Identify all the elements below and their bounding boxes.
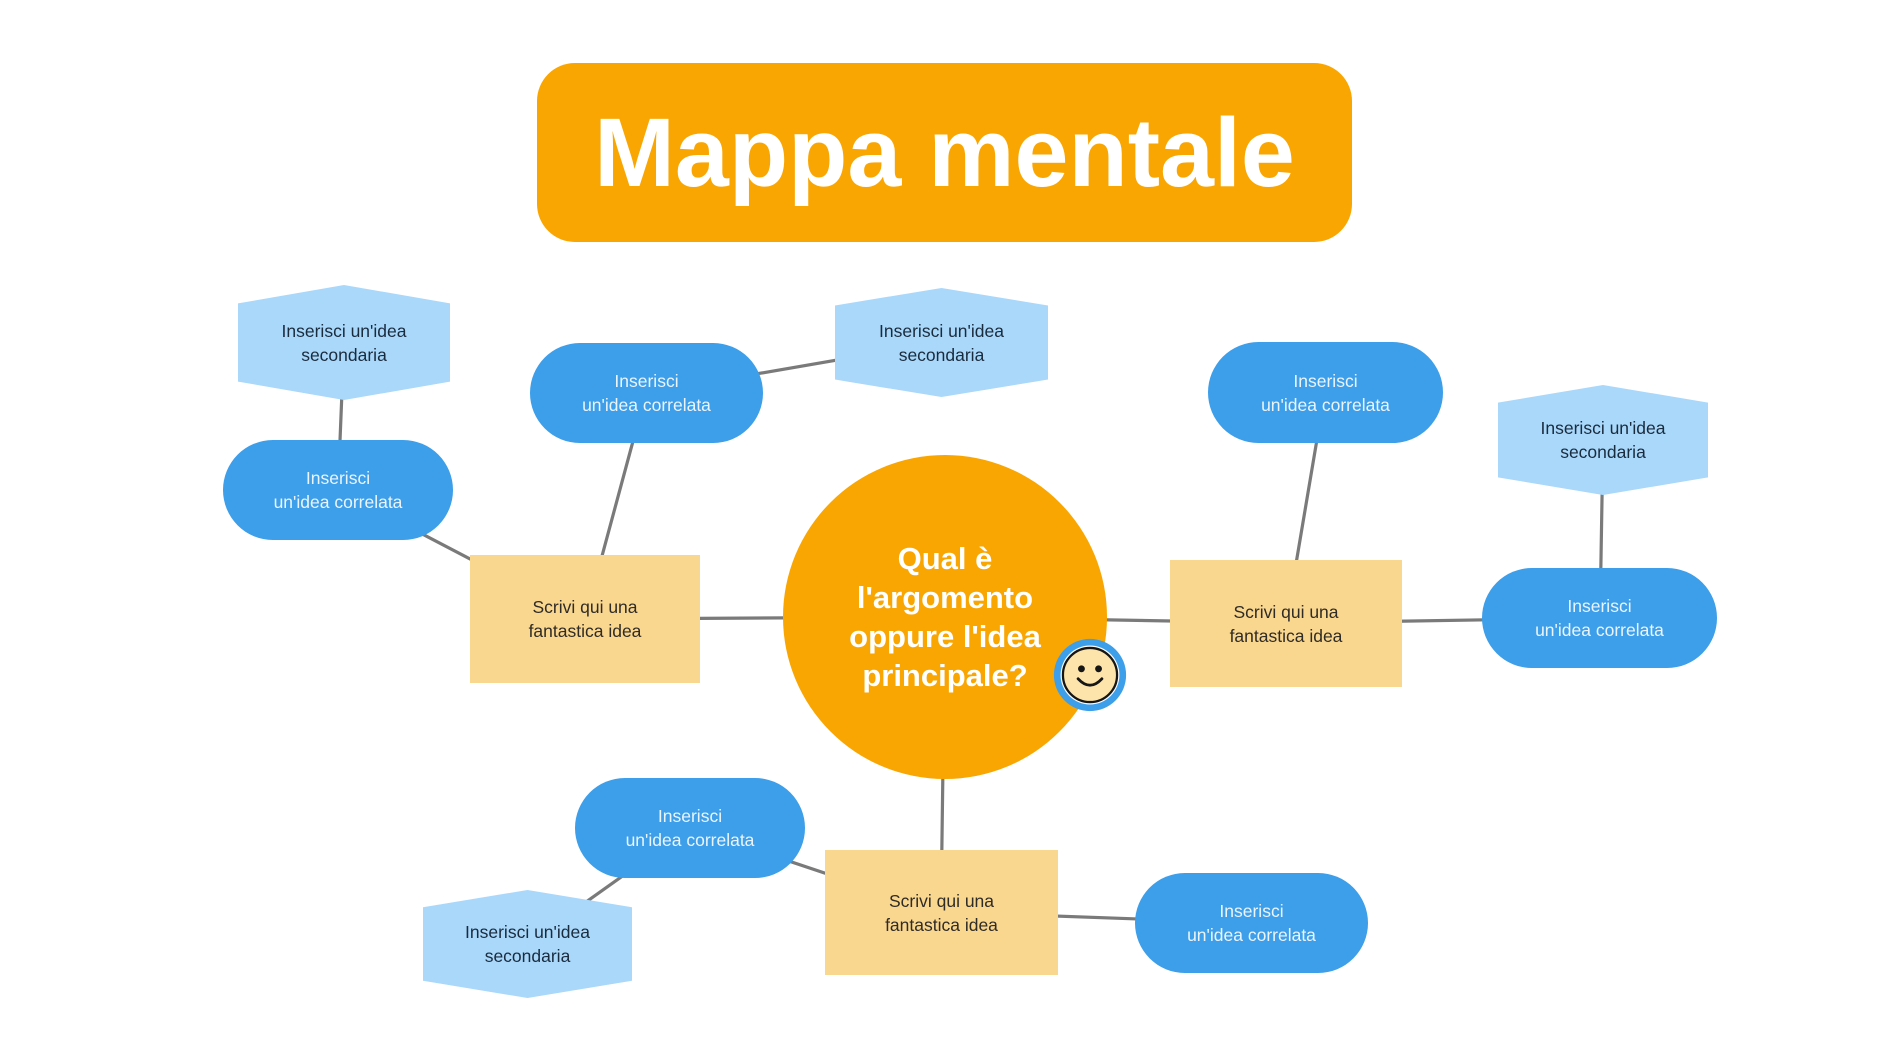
secondary-idea-hexagon-right[interactable]: Inserisci un'idea secondaria — [1498, 385, 1708, 495]
main-idea-rect-right[interactable]: Scrivi qui una fantastica idea — [1170, 560, 1402, 687]
node-label: Inserisci — [1293, 370, 1358, 391]
node-label: un'idea correlata — [625, 830, 755, 850]
center-topic-circle[interactable]: Qual è l'argomento oppure l'idea princip… — [783, 455, 1107, 779]
secondary-idea-hexagon-top-left[interactable]: Inserisci un'idea secondaria — [238, 285, 450, 400]
node-label: fantastica idea — [528, 621, 642, 641]
node-label: un'idea correlata — [1261, 394, 1390, 415]
related-idea-pill-far-right[interactable]: Inserisci un'idea correlata — [1482, 568, 1717, 668]
related-idea-pill-top-right[interactable]: Inserisci un'idea correlata — [1208, 342, 1443, 443]
node-label: Inserisci un'idea secondaria — [465, 922, 590, 966]
node-label: Scrivi qui una — [1233, 601, 1339, 622]
node-label: Inserisci — [614, 371, 679, 391]
related-idea-pill-upper-left[interactable]: Inserisci un'idea correlata — [530, 343, 763, 443]
secondary-idea-hexagon-top-middle[interactable]: Inserisci un'idea secondaria — [835, 288, 1048, 397]
center-topic-line: l'argomento — [856, 580, 1034, 615]
node-label: un'idea correlata — [273, 492, 403, 512]
title-banner[interactable]: Mappa mentale — [537, 63, 1352, 242]
smiley-face-icon[interactable] — [1052, 637, 1128, 713]
node-label: Inserisci — [305, 468, 371, 488]
node-label: Inserisci un'idea secondaria — [1540, 418, 1666, 462]
node-label: un'idea correlata — [582, 395, 711, 415]
center-topic-line: principale? — [862, 658, 1028, 693]
node-label: Inserisci un'idea secondaria — [879, 320, 1004, 365]
related-idea-pill-bottom-left[interactable]: Inserisci un'idea correlata — [575, 778, 805, 878]
node-label: Scrivi qui una — [532, 597, 638, 617]
node-label: fantastica idea — [1229, 625, 1343, 646]
related-idea-pill-left[interactable]: Inserisci un'idea correlata — [223, 440, 453, 540]
secondary-idea-hexagon-bottom[interactable]: Inserisci un'idea secondaria — [423, 890, 632, 998]
center-topic-line: oppure l'idea — [849, 619, 1041, 654]
node-label: un'idea correlata — [1187, 925, 1316, 945]
node-label: Inserisci un'idea secondaria — [281, 320, 407, 365]
node-label: un'idea correlata — [1535, 620, 1664, 640]
node-label: Inserisci — [1567, 596, 1632, 616]
node-label: Inserisci — [657, 806, 723, 826]
main-idea-rect-left[interactable]: Scrivi qui una fantastica idea — [470, 555, 700, 683]
center-topic-line: Qual è — [897, 541, 993, 576]
related-idea-pill-bottom-right[interactable]: Inserisci un'idea correlata — [1135, 873, 1368, 973]
node-label: Scrivi qui una — [888, 890, 995, 911]
main-idea-rect-bottom[interactable]: Scrivi qui una fantastica idea — [825, 850, 1058, 975]
title-label: Mappa mentale — [594, 98, 1295, 207]
node-label: Inserisci — [1219, 901, 1284, 921]
node-label: fantastica idea — [885, 914, 998, 935]
